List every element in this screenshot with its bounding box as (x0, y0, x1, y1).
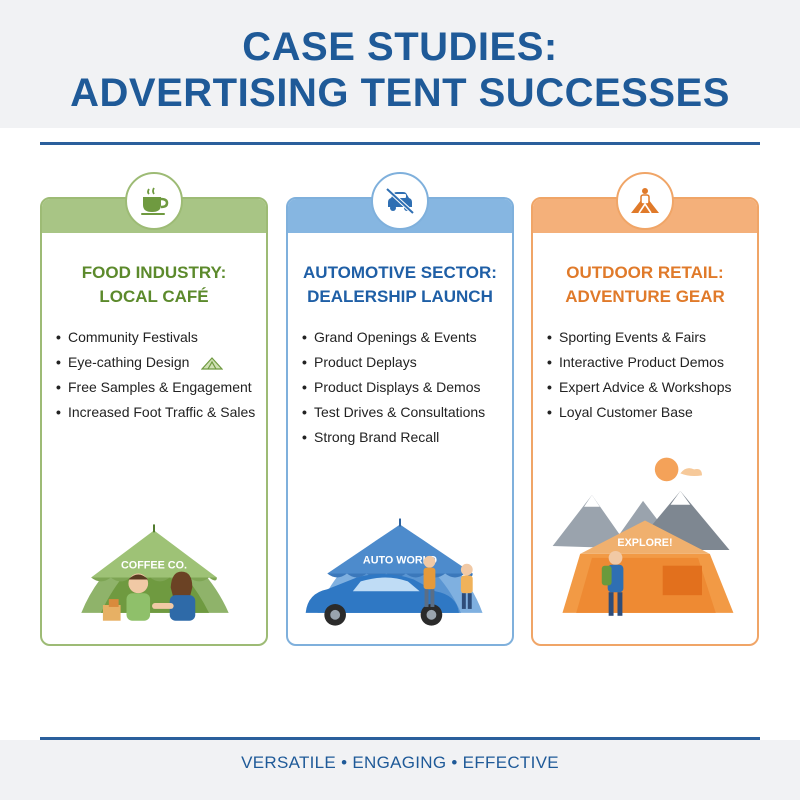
card-title-line-2: ADVENTURE GEAR (565, 287, 725, 306)
list-item: Community Festivals (56, 325, 255, 350)
card-outdoor-retail: OUTDOOR RETAIL: ADVENTURE GEAR Sporting … (531, 197, 759, 646)
bullet-list: Sporting Events & Fairs Interactive Prod… (547, 325, 731, 425)
footer-tagline: VERSATILE • ENGAGING • EFFECTIVE (241, 753, 559, 772)
bullet-list: Community Festivals Eye-cathing Design F… (56, 325, 255, 425)
tent-sign: EXPLORE! (617, 537, 672, 549)
tent-sketch-icon (201, 357, 224, 370)
header-band (0, 0, 800, 128)
list-item: Sporting Events & Fairs (547, 325, 731, 350)
list-item: Grand Openings & Events (302, 325, 485, 350)
card-title-line-1: FOOD INDUSTRY: (81, 263, 227, 282)
card-title-line-1: OUTDOOR RETAIL: (566, 263, 724, 282)
card-title-line-1: AUTOMOTIVE SECTOR: (303, 263, 497, 282)
list-item: Eye-cathing Design (56, 350, 255, 375)
coffee-tent-illustration: COFFEE CO. (81, 524, 229, 621)
bullet-list: Grand Openings & Events Product Deplays … (302, 325, 485, 450)
page-title-line-1: CASE STUDIES: (242, 25, 558, 69)
list-item: Product Deplays (302, 350, 485, 375)
list-item: Increased Foot Traffic & Sales (56, 400, 255, 425)
list-item: Free Samples & Engagement (56, 375, 255, 400)
tent-sign: COFFEE CO. (121, 560, 187, 572)
card-automotive-sector: AUTOMOTIVE SECTOR: DEALERSHIP LAUNCH Gra… (286, 197, 514, 646)
footer-band (0, 740, 800, 800)
card-title-line-2: DEALERSHIP LAUNCH (307, 287, 493, 306)
list-item: Test Drives & Consultations (302, 400, 485, 425)
list-item: Interactive Product Demos (547, 350, 731, 375)
coffee-cup-icon (125, 172, 183, 230)
list-item: Expert Advice & Workshops (547, 375, 731, 400)
tent-sign: AUTO WORLD (363, 555, 437, 567)
list-item: Loyal Customer Base (547, 400, 731, 425)
top-divider (40, 142, 760, 145)
list-item: Strong Brand Recall (302, 425, 485, 450)
list-item: Product Displays & Demos (302, 375, 485, 400)
auto-tent-illustration: AUTO WORLD (305, 518, 483, 626)
bottom-divider (40, 737, 760, 740)
page-title-line-2: ADVERTISING TENT SUCCESSES (70, 71, 730, 115)
outdoor-tent-illustration: EXPLORE! (552, 457, 734, 616)
card-food-industry: FOOD INDUSTRY: LOCAL CAFÉ Community Fest… (40, 197, 268, 646)
card-title-line-2: LOCAL CAFÉ (99, 287, 209, 306)
car-tools-icon (371, 172, 429, 230)
mountain-climber-icon (616, 172, 674, 230)
